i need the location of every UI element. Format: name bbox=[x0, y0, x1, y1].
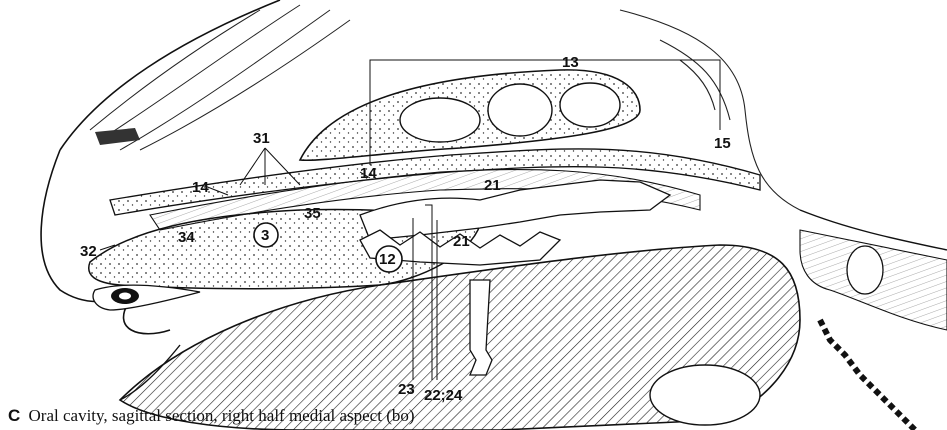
label-21-lower: 21 bbox=[453, 233, 470, 250]
label-35: 35 bbox=[304, 205, 321, 222]
caption-letter: C bbox=[8, 406, 20, 425]
incisor-pulp bbox=[119, 293, 131, 300]
label-13: 13 bbox=[562, 54, 579, 71]
label-14-right: 14 bbox=[360, 165, 377, 182]
label-31: 31 bbox=[253, 130, 270, 147]
figure-caption: C Oral cavity, sagittal section, right h… bbox=[8, 406, 415, 426]
label-23: 23 bbox=[398, 381, 415, 398]
label-22-24: 22;24 bbox=[424, 387, 463, 404]
label-21-upper: 21 bbox=[484, 177, 501, 194]
trachea-rings bbox=[820, 320, 915, 430]
gland-body bbox=[650, 365, 760, 425]
sinus-cavity-1 bbox=[400, 98, 480, 142]
caption-text: Oral cavity, sagittal section, right hal… bbox=[29, 406, 415, 425]
label-32: 32 bbox=[80, 243, 97, 260]
label-3: 3 bbox=[261, 227, 269, 244]
lower-lip bbox=[93, 285, 200, 310]
label-12: 12 bbox=[379, 251, 396, 268]
label-14-left: 14 bbox=[192, 179, 209, 196]
label-15: 15 bbox=[714, 135, 731, 152]
label-34: 34 bbox=[178, 229, 195, 246]
sinus-cavity-3 bbox=[560, 83, 620, 127]
cranium-lines bbox=[620, 10, 800, 210]
sinus-cavity-2 bbox=[488, 84, 552, 136]
epiglottis bbox=[847, 246, 883, 294]
